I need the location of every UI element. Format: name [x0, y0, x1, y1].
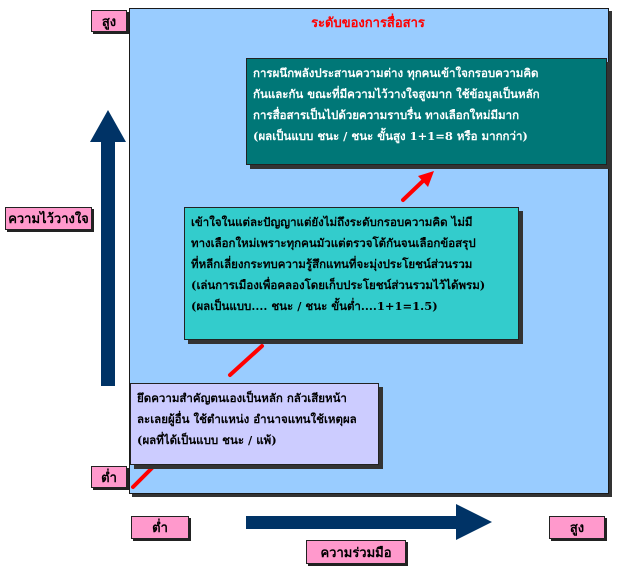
level-low-result: (ผลที่ได้เป็นแบบ ชนะ / แพ้) [137, 433, 277, 447]
level-high-line: การผนึกพลังประสานความต่าง ทุกคนเข้าใจกรอ… [253, 66, 539, 80]
level-mid-line: (เล่นการเมืองเพื่อคลองโดยเก็บประโยชน์ส่ว… [191, 278, 486, 292]
progress-line-low [131, 466, 154, 489]
level-mid-line: เข้าใจในแต่ละปัญญาแต่ยังไม่ถึงระดับกรอบค… [191, 215, 473, 229]
progress-line-mid [228, 344, 264, 377]
level-high-line: กันและกัน ขณะที่มีความไว้วางใจสูงมาก ใช้… [253, 87, 540, 101]
x-low-label: ต่ำ [131, 516, 189, 539]
y-high-label: สูง [91, 10, 127, 32]
level-mid-line: ที่หลีกเลี่ยงกระทบความรู้สึกแทนที่จะมุ่ง… [191, 257, 473, 271]
y-axis-arrow [90, 110, 126, 386]
level-high-line: การสื่อสารเป็นไปด้วยความราบรื่น ทางเลือก… [253, 108, 520, 122]
x-axis-label: ความร่วมมือ [306, 540, 406, 564]
level-mid-line: ทางเลือกใหม่เพราะทุกคนมัวแต่ตรวจโต้กันจน… [191, 236, 476, 250]
level-high-box: การผนึกพลังประสานความต่าง ทุกคนเข้าใจกรอ… [246, 58, 607, 165]
x-axis-arrow [246, 504, 492, 540]
level-low-line: ยึดความสำคัญตนเองเป็นหลัก กลัวเสียหน้า [137, 391, 347, 405]
level-low-line: ละเลยผู้อื่น ใช้ตำแหน่ง อำนาจแทนใช้เหตุผ… [137, 412, 357, 426]
progress-arrow-top [401, 171, 434, 202]
level-low-box: ยึดความสำคัญตนเองเป็นหลัก กลัวเสียหน้า ล… [130, 383, 379, 465]
level-mid-result: (ผลเป็นแบบ.... ชนะ / ชนะ ขั้นต่ำ....1+1=… [191, 299, 438, 313]
y-axis-label: ความไว้วางใจ [5, 207, 92, 230]
level-mid-box: เข้าใจในแต่ละปัญญาแต่ยังไม่ถึงระดับกรอบค… [184, 207, 519, 340]
x-high-label: สูง [549, 516, 605, 539]
y-low-label: ต่ำ [91, 466, 127, 488]
level-high-result: (ผลเป็นแบบ ชนะ / ชนะ ขั้นสูง 1+1=8 หรือ … [253, 129, 528, 143]
diagram-title: ระดับของการสื่อสาร [311, 16, 425, 31]
